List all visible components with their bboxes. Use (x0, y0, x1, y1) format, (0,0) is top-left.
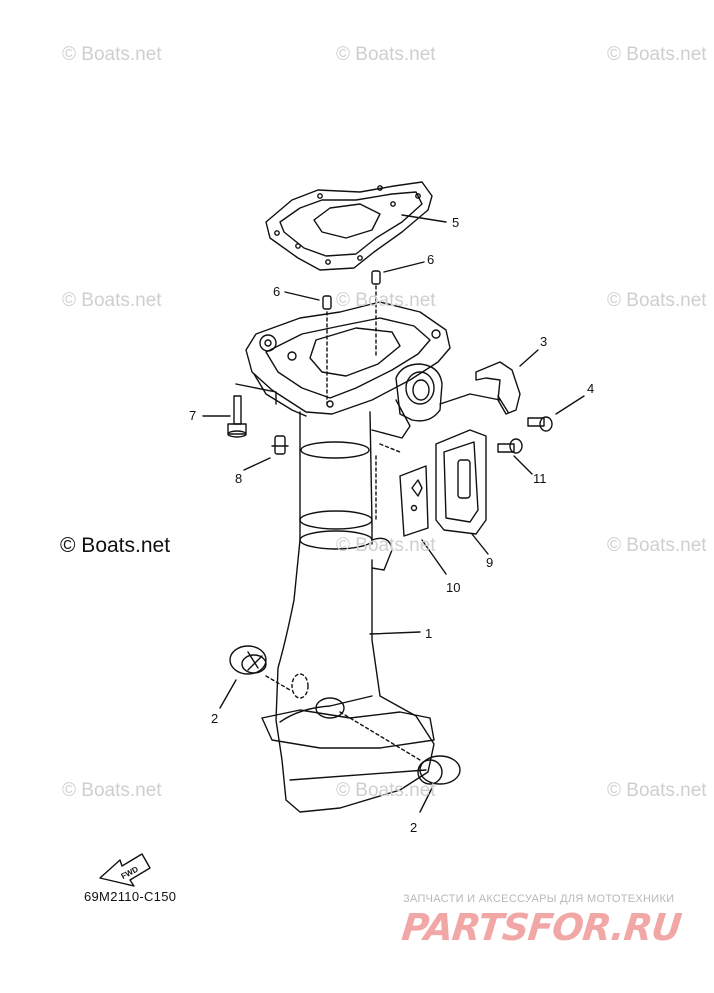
callout-6-right: 6 (427, 252, 435, 267)
watermark: © Boats.net (62, 290, 162, 311)
callout-2-upper: 2 (211, 711, 219, 726)
upper-casing-part-1 (245, 301, 451, 813)
watermark: © Boats.net (62, 780, 162, 801)
callout-1: 1 (425, 626, 433, 641)
grease-nipple-part-8 (271, 435, 289, 455)
watermark: © Boats.net (607, 535, 707, 556)
bolt-part-7 (227, 395, 247, 438)
callout-2-lower: 2 (410, 820, 418, 835)
shop-logo[interactable]: PARTSFOR.RU (399, 906, 683, 949)
watermark: © Boats.net (607, 290, 707, 311)
callout-9: 9 (486, 555, 494, 570)
screw-part-11 (497, 438, 523, 454)
callout-3: 3 (540, 334, 548, 349)
diagram-code: 69M2110-C150 (84, 889, 177, 904)
callout-10: 10 (446, 580, 461, 595)
watermark: © Boats.net (607, 780, 707, 801)
plug-part-2-lower (417, 755, 461, 785)
watermark: © Boats.net (336, 535, 436, 556)
fwd-arrow-icon: FWD (99, 853, 151, 887)
callout-6-left: 6 (273, 284, 281, 299)
callout-8: 8 (235, 471, 243, 486)
cover-part-9 (435, 429, 487, 535)
shop-caption: ЗАПЧАСТИ И АКСЕССУАРЫ ДЛЯ МОТОТЕХНИКИ (403, 893, 675, 905)
callout-7: 7 (189, 408, 197, 423)
watermark: © Boats.net (336, 290, 436, 311)
copyright-notice: © Boats.net (60, 534, 171, 557)
watermark: © Boats.net (336, 44, 436, 65)
dowel-pin-part-6-left (322, 295, 332, 310)
callout-5: 5 (452, 215, 460, 230)
plate-part-10 (399, 465, 429, 537)
dowel-pin-part-6-right (371, 270, 381, 285)
gasket-part-5 (265, 181, 433, 271)
watermark: © Boats.net (336, 780, 436, 801)
fwd-label: FWD (120, 864, 141, 881)
callout-11: 11 (533, 471, 547, 486)
watermark: © Boats.net (607, 44, 707, 65)
callout-4: 4 (587, 381, 595, 396)
watermark: © Boats.net (62, 44, 162, 65)
plug-part-2-upper (229, 645, 267, 675)
bracket-part-3 (475, 361, 521, 415)
screw-part-4 (527, 416, 553, 432)
